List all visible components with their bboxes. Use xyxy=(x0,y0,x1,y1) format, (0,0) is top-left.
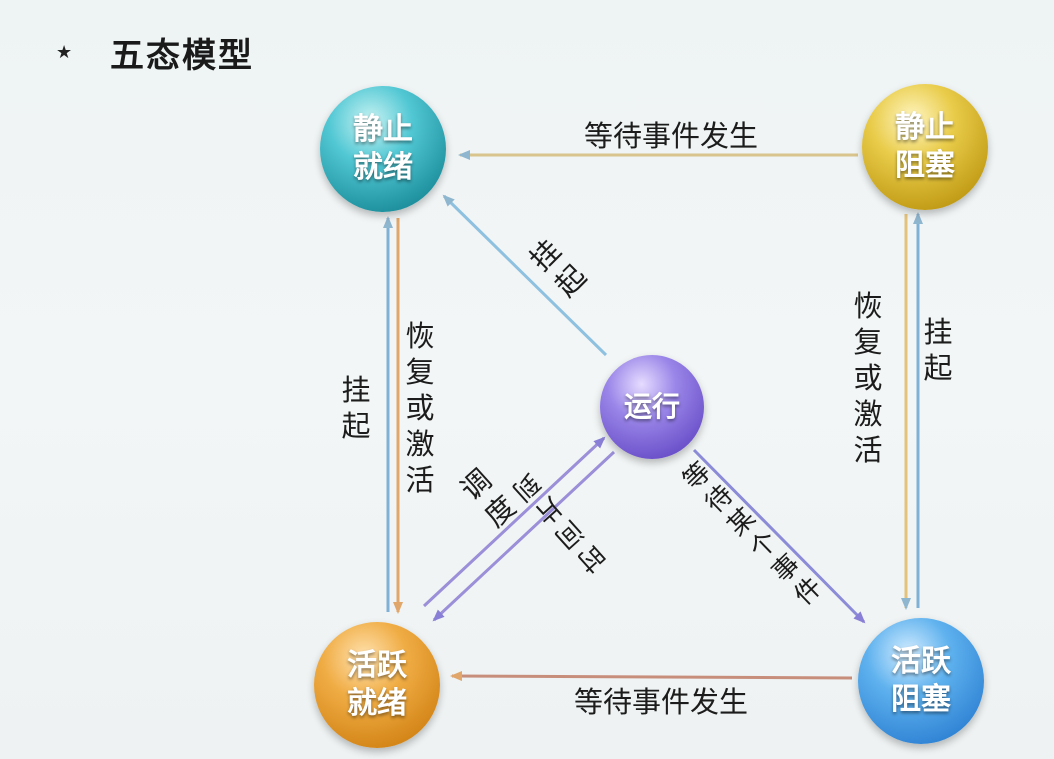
node-active-ready-line2: 就绪 xyxy=(347,686,407,721)
node-static-ready: 静止 就绪 xyxy=(320,86,446,212)
page-title: 五态模型 xyxy=(110,36,254,76)
node-running: 运行 xyxy=(600,355,704,459)
node-active-blocked-line1: 活跃 xyxy=(891,644,951,679)
arrow-timeslice xyxy=(432,450,616,622)
node-running-label: 运行 xyxy=(623,390,680,423)
node-active-ready-line1: 活跃 xyxy=(347,648,407,683)
node-static-blocked-line2: 阻塞 xyxy=(895,148,955,183)
arrow-bottom-wait xyxy=(450,671,853,682)
arrow-run-suspend xyxy=(442,194,608,357)
node-static-ready-line2: 就绪 xyxy=(353,150,413,185)
node-active-blocked: 活跃 阻塞 xyxy=(858,618,984,744)
label-left-suspend: 挂起 xyxy=(341,373,371,443)
label-right-suspend: 挂起 xyxy=(923,315,953,385)
node-active-blocked-line2: 阻塞 xyxy=(891,682,951,717)
label-top-wait: 等待事件发生 xyxy=(584,119,759,153)
node-static-blocked: 静止 阻塞 xyxy=(862,84,988,210)
node-static-blocked-line1: 静止 xyxy=(895,110,955,145)
bullet-star-icon: ★ xyxy=(56,42,73,63)
arrow-wait-event xyxy=(692,448,866,624)
arrow-schedule xyxy=(422,436,606,608)
label-left-resume: 恢复或激活 xyxy=(405,319,435,497)
label-bottom-wait: 等待事件发生 xyxy=(574,685,749,719)
node-active-ready: 活跃 就绪 xyxy=(314,622,440,748)
label-right-resume: 恢复或激活 xyxy=(853,289,883,467)
node-static-ready-line1: 静止 xyxy=(353,112,413,147)
